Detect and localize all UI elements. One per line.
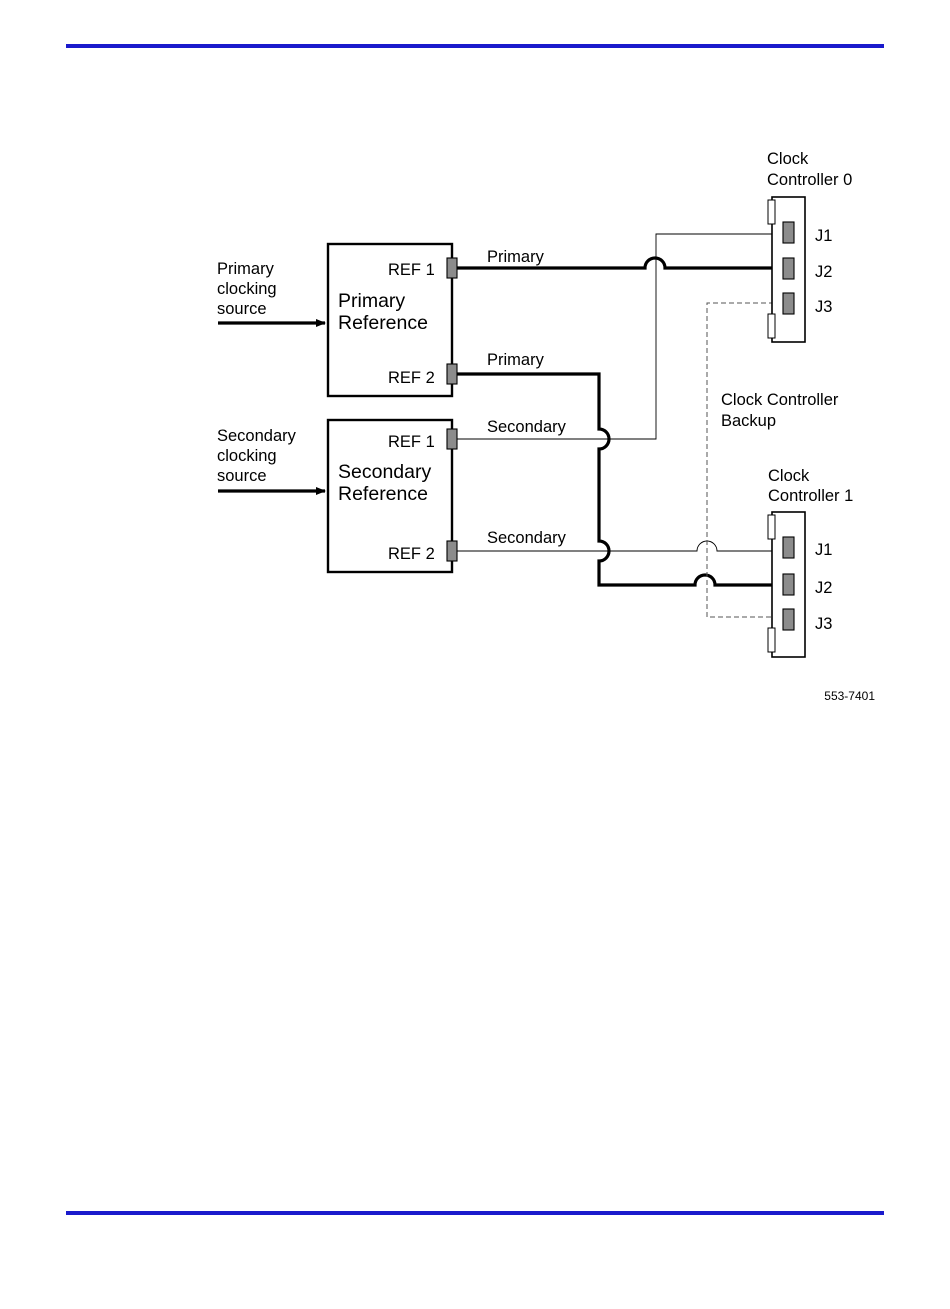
- clock-controller-0-card: [768, 197, 805, 342]
- secondary-ref1-link-label: Secondary: [487, 418, 567, 436]
- clock-controller-0-label-line2: Controller 0: [767, 171, 852, 189]
- latch-icon: [768, 628, 775, 652]
- clock-controller-1-card: [768, 512, 805, 657]
- secondary-ref2-port: [447, 541, 457, 561]
- primary-ref1-port: [447, 258, 457, 278]
- secondary-source-label-line3: source: [217, 467, 267, 485]
- jack-j3-port: [783, 293, 794, 314]
- primary-ref2-label: REF 2: [388, 369, 435, 387]
- figure-id: 553-7401: [824, 689, 875, 703]
- cc1-jack-j2-label: J2: [815, 579, 832, 597]
- primary-source-label-line1: Primary: [217, 260, 275, 278]
- backup-label-line1: Clock Controller: [721, 391, 839, 409]
- primary-source-label-line3: source: [217, 300, 267, 318]
- latch-icon: [768, 314, 775, 338]
- latch-icon: [768, 200, 775, 224]
- clock-controller-0-label-line1: Clock: [767, 150, 809, 168]
- jack-j2-port: [783, 574, 794, 595]
- cc0-jack-j2-label: J2: [815, 263, 832, 281]
- secondary-ref1-port: [447, 429, 457, 449]
- primary-ref2-port: [447, 364, 457, 384]
- secondary-reference-title-line2: Reference: [338, 483, 428, 505]
- cc1-jack-j3-label: J3: [815, 615, 832, 633]
- cc0-jack-j3-label: J3: [815, 298, 832, 316]
- primary-ref1-link-label: Primary: [487, 248, 545, 266]
- secondary-ref2-label: REF 2: [388, 545, 435, 563]
- clock-controller-1-label-line1: Clock: [768, 467, 810, 485]
- primary-source-label-line2: clocking: [217, 280, 277, 298]
- primary-ref2-link-label: Primary: [487, 351, 545, 369]
- jack-j2-port: [783, 258, 794, 279]
- primary-reference-title-line1: Primary: [338, 290, 405, 312]
- secondary-ref1-label: REF 1: [388, 433, 435, 451]
- secondary-source-label-line1: Secondary: [217, 427, 297, 445]
- backup-dashed-link: [707, 303, 782, 617]
- cc1-jack-j1-label: J1: [815, 541, 832, 559]
- jack-j1-port: [783, 222, 794, 243]
- clock-controller-1-label-line2: Controller 1: [768, 487, 853, 505]
- primary-reference-title-line2: Reference: [338, 312, 428, 334]
- secondary-ref2-link-label: Secondary: [487, 529, 567, 547]
- secondary-reference-title-line1: Secondary: [338, 461, 431, 483]
- primary-ref1-label: REF 1: [388, 261, 435, 279]
- jack-j3-port: [783, 609, 794, 630]
- latch-icon: [768, 515, 775, 539]
- secondary-source-label-line2: clocking: [217, 447, 277, 465]
- backup-label-line2: Backup: [721, 412, 776, 430]
- jack-j1-port: [783, 537, 794, 558]
- cc0-jack-j1-label: J1: [815, 227, 832, 245]
